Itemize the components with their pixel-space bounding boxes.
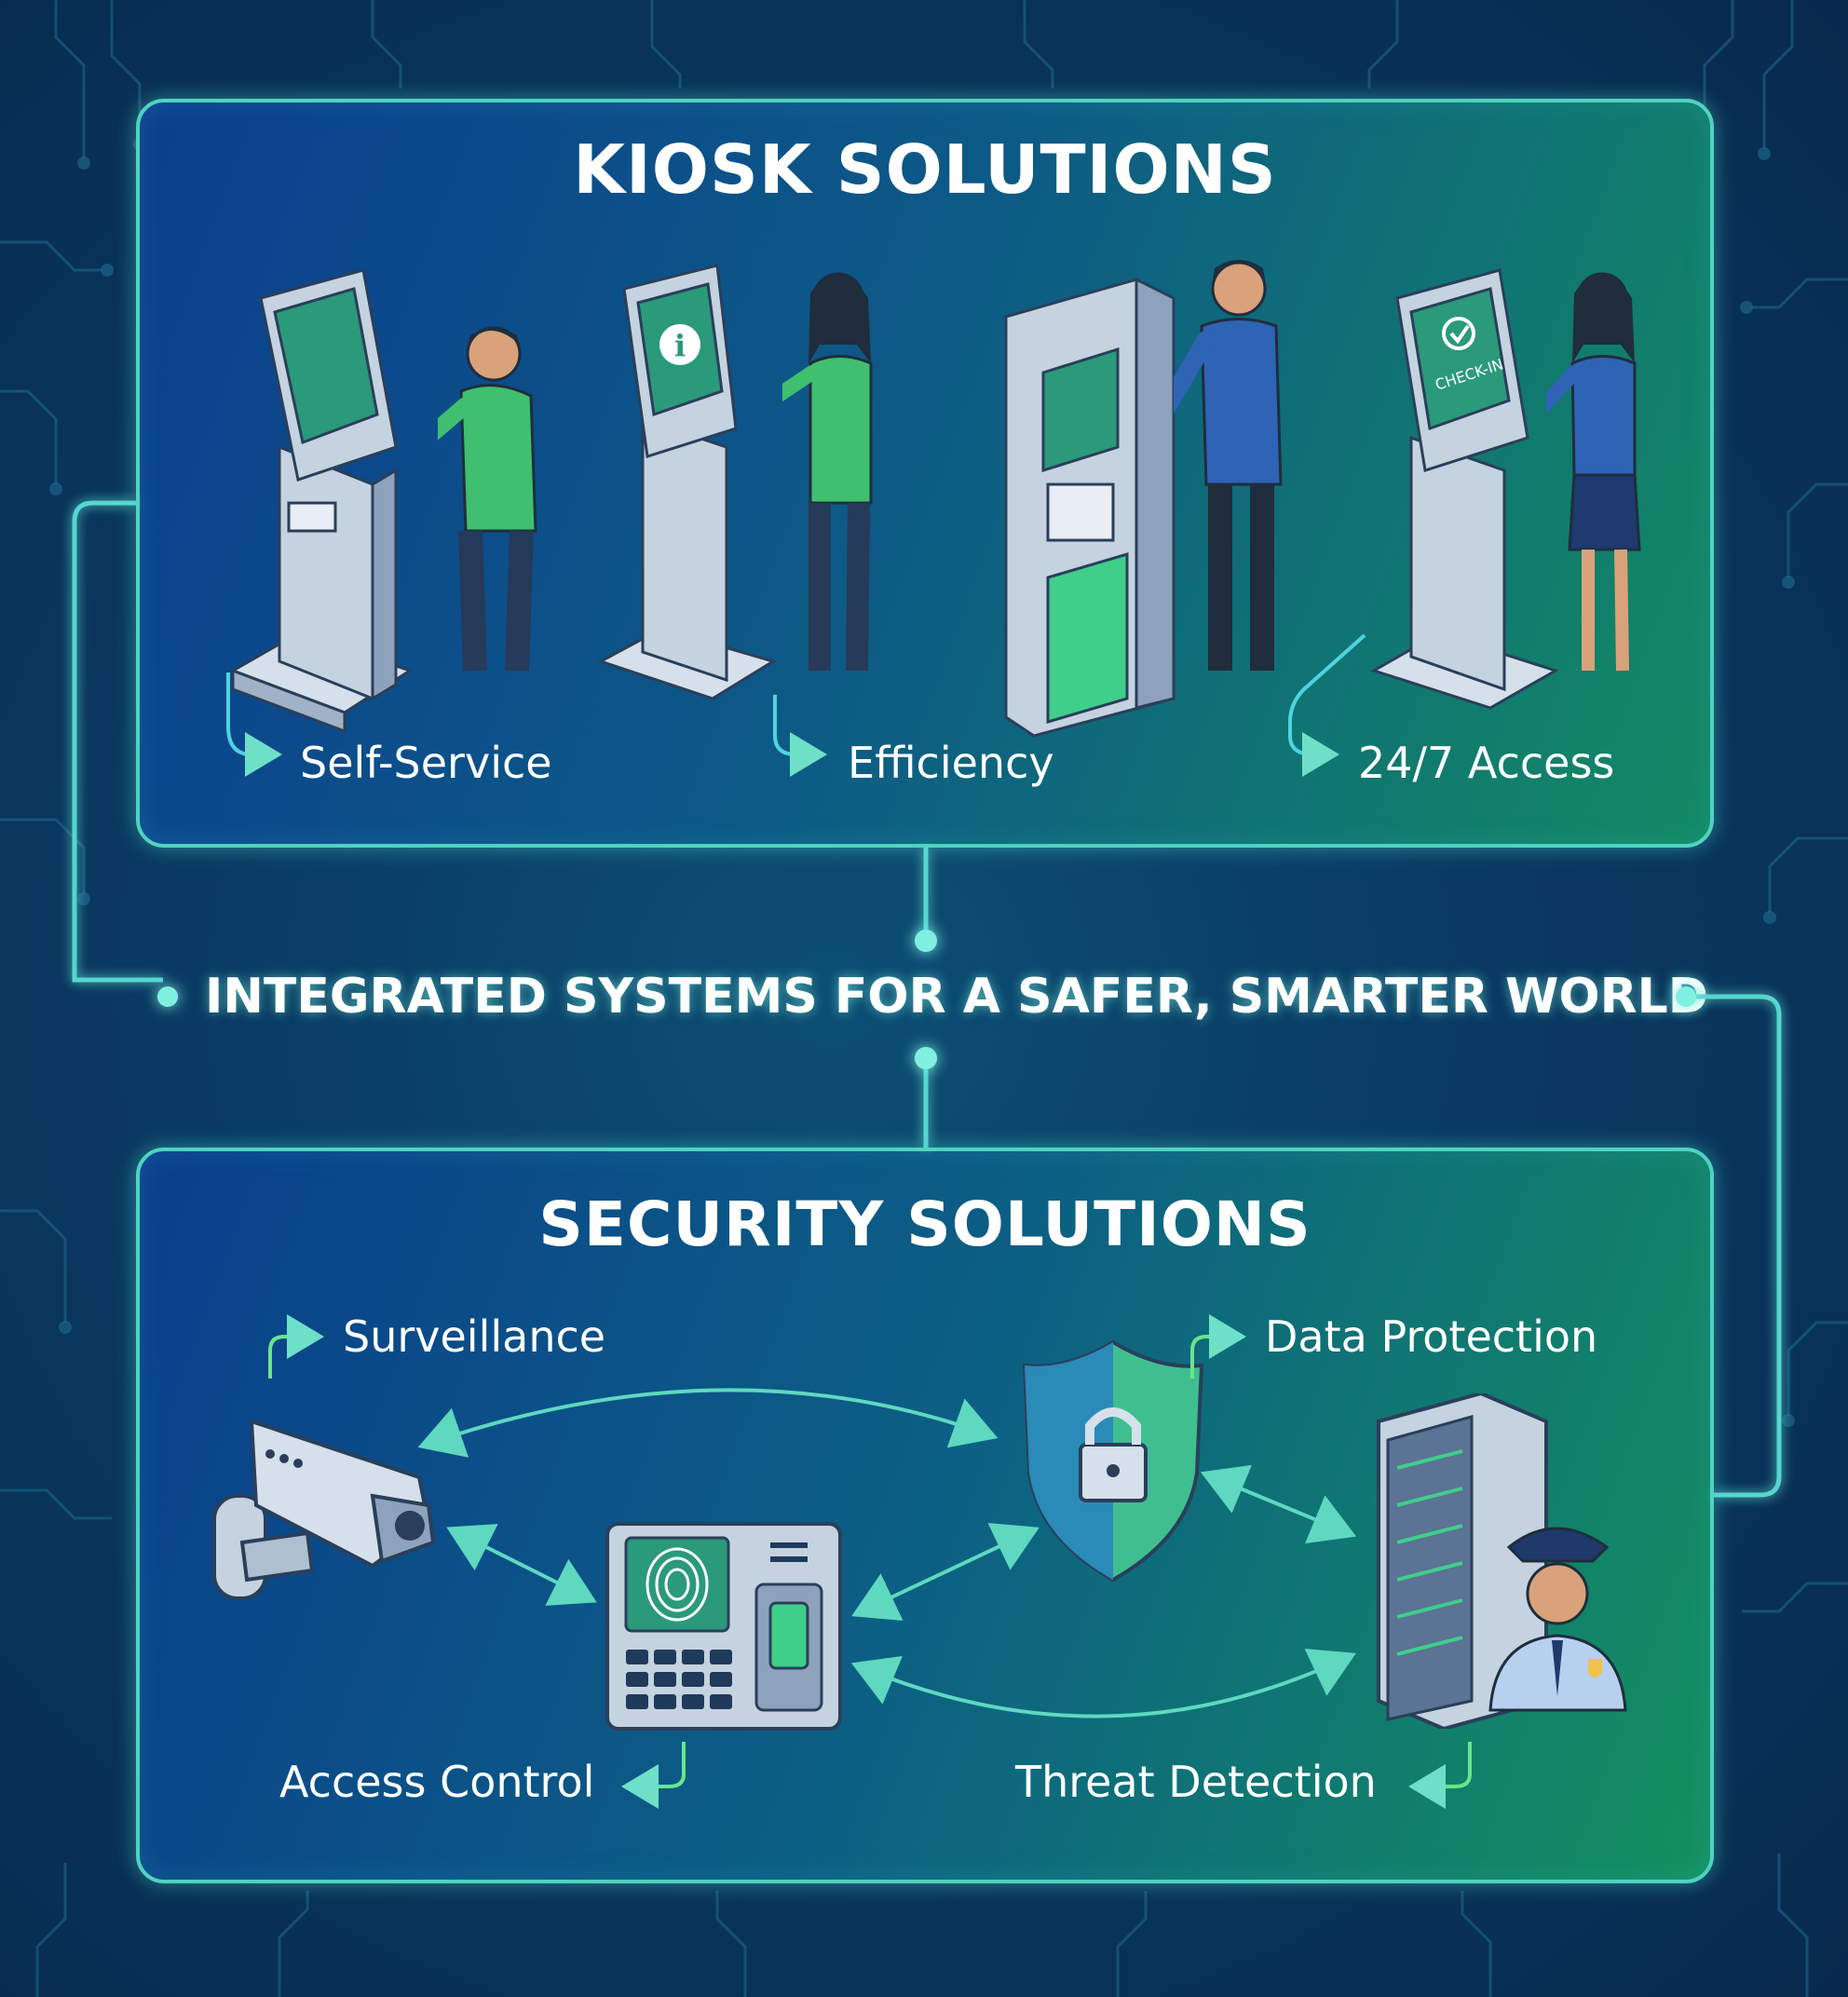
woman-blue-suit-illustration bbox=[1546, 272, 1641, 672]
data-protection-label: Data Protection bbox=[1265, 1311, 1598, 1362]
threat-detection-label: Threat Detection bbox=[1015, 1757, 1377, 1807]
svg-text:i: i bbox=[674, 328, 686, 363]
kiosk-solutions-panel: KIOSK SOLUTIONS i bbox=[136, 99, 1714, 848]
security-guard-icon bbox=[1488, 1527, 1627, 1712]
access-control-label: Access Control bbox=[279, 1757, 595, 1807]
tagline: INTEGRATED SYSTEMS FOR A SAFER, SMARTER … bbox=[205, 969, 1708, 1025]
fingerprint-reader-icon bbox=[605, 1522, 842, 1731]
benefit-24-7-access-label: 24/7 Access bbox=[1358, 738, 1615, 788]
man-green-shirt-illustration bbox=[438, 326, 537, 672]
benefit-self-service-label: Self-Service bbox=[300, 738, 552, 788]
info-kiosk-illustration: i bbox=[597, 264, 777, 700]
self-service-kiosk-illustration bbox=[229, 268, 414, 734]
kiosk-solutions-title: KIOSK SOLUTIONS bbox=[573, 130, 1277, 209]
benefit-efficiency-label: Efficiency bbox=[848, 738, 1054, 788]
cctv-camera-icon bbox=[212, 1419, 436, 1600]
security-solutions-panel: SECURITY SOLUTIONS bbox=[136, 1148, 1714, 1883]
shield-lock-icon bbox=[1022, 1339, 1204, 1583]
security-solutions-title: SECURITY SOLUTIONS bbox=[538, 1189, 1311, 1260]
check-in-kiosk-illustration: CHECK-IN bbox=[1370, 268, 1559, 710]
ticket-atm-kiosk-illustration bbox=[1004, 277, 1175, 738]
server-rack-icon bbox=[1377, 1393, 1548, 1729]
woman-green-top-illustration bbox=[782, 272, 873, 672]
surveillance-label: Surveillance bbox=[343, 1311, 606, 1362]
man-blue-suit-illustration bbox=[1174, 260, 1283, 671]
